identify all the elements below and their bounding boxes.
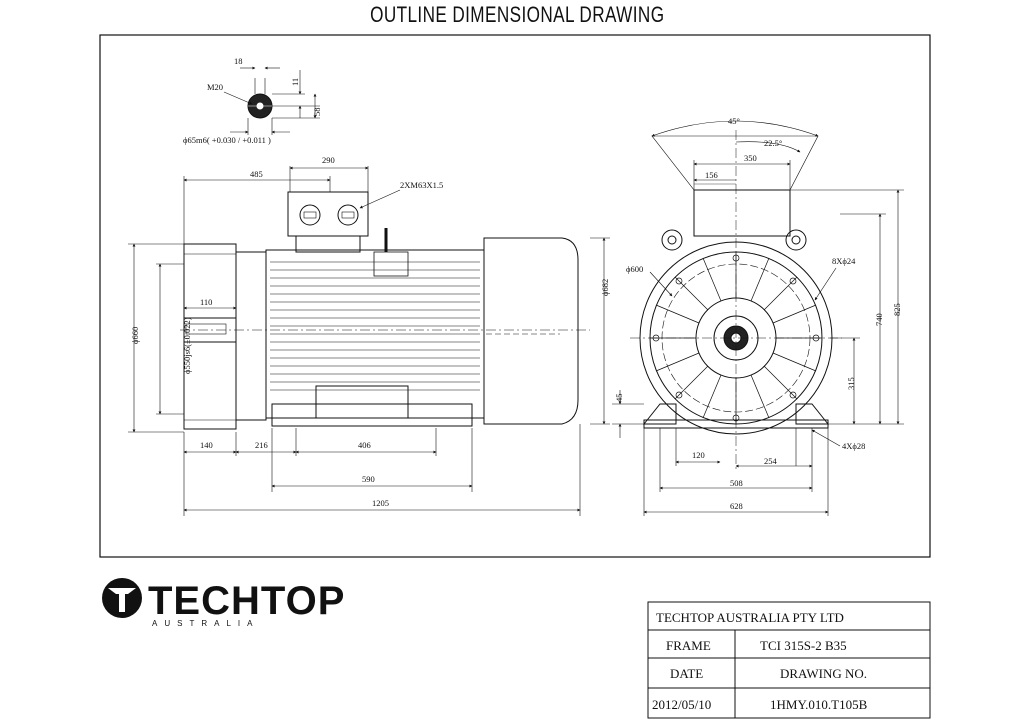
dim-h-825: 825 — [892, 303, 902, 316]
frame-label: FRAME — [666, 638, 711, 653]
dim-w-156: 156 — [705, 170, 718, 180]
dim-ang-45: 45° — [728, 116, 740, 126]
dim-shaft-110: 110 — [200, 297, 212, 307]
techtop-logo-icon — [102, 578, 142, 618]
drawing-no-value: 1HMY.010.T105B — [770, 697, 868, 712]
dim-h-315: 315 — [846, 377, 856, 390]
end-view-dimensions — [612, 120, 904, 516]
dim-tb-290: 290 — [322, 155, 335, 165]
dim-len-140: 140 — [200, 440, 213, 450]
dim-pcd-600: ϕ600 — [626, 264, 643, 274]
dim-foot-120: 120 — [692, 450, 705, 460]
drawing-frame — [99, 34, 931, 558]
date-label: DATE — [670, 666, 703, 681]
dim-len-216: 216 — [255, 440, 268, 450]
motor-side-view — [180, 191, 590, 430]
dim-thread: M20 — [207, 82, 223, 92]
dim-shaft-58: 58 — [312, 108, 322, 117]
logo-brand: TECHTOP — [148, 579, 345, 623]
dim-foot-holes: 4Xϕ28 — [842, 441, 865, 451]
dim-h-740: 740 — [874, 313, 884, 326]
dim-holes-8: 8Xϕ24 — [832, 256, 856, 266]
side-view-dimensions — [128, 166, 610, 516]
dim-spigot-550: ϕ550js6(±0.022) — [182, 317, 192, 374]
dim-w-350: 350 — [744, 153, 757, 163]
dim-w-628: 628 — [730, 501, 743, 511]
dim-foot-254: 254 — [764, 456, 778, 466]
motor-end-view — [630, 130, 842, 470]
drawing-title: OUTLINE DIMENSIONAL DRAWING — [370, 2, 665, 27]
dim-foot-45: 45 — [614, 394, 624, 403]
dim-flange-660: ϕ660 — [130, 327, 140, 344]
dim-len-590: 590 — [362, 474, 375, 484]
dim-len-406: 406 — [358, 440, 371, 450]
company-name: TECHTOP AUSTRALIA PTY LTD — [656, 610, 844, 625]
dim-ang-22: 22.5° — [764, 138, 782, 148]
dim-shaft-11: 11 — [290, 78, 300, 86]
dim-len-1205: 1205 — [372, 498, 389, 508]
dim-shaft-key: 18 — [234, 56, 243, 66]
dim-w-508: 508 — [730, 478, 743, 488]
drawing-no-label: DRAWING NO. — [780, 666, 867, 681]
title-block — [647, 601, 931, 719]
dim-body-682: ϕ682 — [600, 279, 610, 296]
dim-shaft-dia: ϕ65m6( +0.030 / +0.011 ) — [183, 135, 271, 145]
date-value: 2012/05/10 — [652, 697, 711, 712]
shaft-end-detail — [223, 66, 320, 135]
dim-gland: 2XM63X1.5 — [400, 180, 443, 190]
logo-sub: AUSTRALIA — [152, 619, 259, 628]
frame-value: TCI 315S-2 B35 — [760, 638, 847, 653]
dim-len-485: 485 — [250, 169, 263, 179]
